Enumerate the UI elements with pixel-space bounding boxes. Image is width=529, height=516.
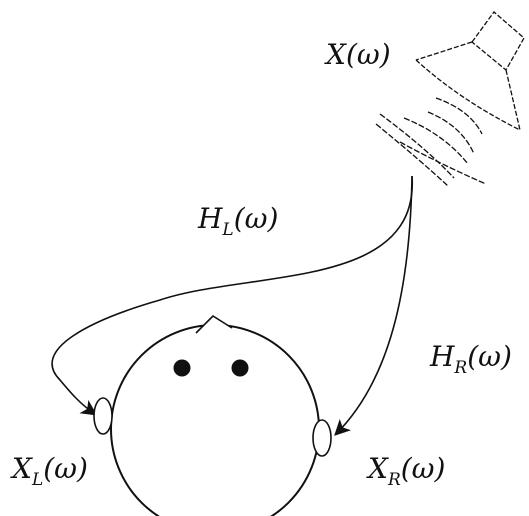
nose-icon [195, 314, 233, 334]
label-ear-left: XL(ω) [10, 452, 88, 490]
path-left-arrow [51, 175, 413, 416]
ear-left-icon [93, 397, 113, 435]
sound-waves-icon [375, 97, 487, 187]
head-outline [110, 324, 320, 516]
loudspeaker-icon [415, 11, 525, 131]
label-path-left: HL(ω) [197, 202, 278, 240]
eye-left-icon [173, 359, 191, 377]
eye-right-icon [231, 359, 249, 377]
label-source: X(ω) [324, 38, 391, 71]
label-path-right: HR(ω) [429, 340, 512, 378]
label-ear-right: XR(ω) [366, 452, 445, 490]
listener-head-icon [93, 314, 332, 516]
path-right-arrow [334, 175, 413, 436]
ear-right-icon [312, 419, 332, 457]
